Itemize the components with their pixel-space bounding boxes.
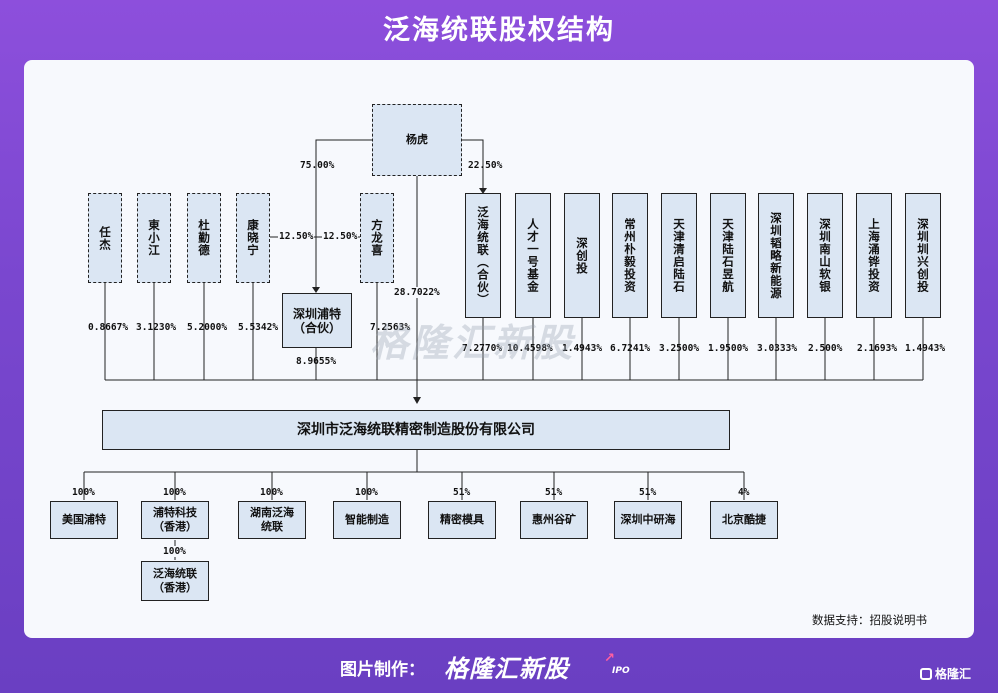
pct-right-7: 2.500%	[808, 343, 843, 354]
holder-kangxiaoning-label: 康晓宁	[246, 219, 260, 257]
holder-renjie-label: 任杰	[98, 225, 112, 251]
sub-6: 深圳中研海	[614, 501, 682, 539]
pct-fang-to-puter: 12.50%	[322, 231, 359, 242]
sub-sub-0: 泛海统联（香港）	[141, 561, 209, 601]
pct-yang-to-group: 22.50%	[468, 160, 503, 171]
holder-duqinde: 杜勤德	[187, 193, 221, 283]
pct-renjie: 0.8667%	[88, 322, 129, 333]
holder-right-1: 人才一号基金	[515, 193, 551, 318]
holder-right-8: 上海涌铧投资	[856, 193, 892, 318]
pct-right-6: 3.0333%	[757, 343, 798, 354]
holder-right-2-label: 深创投	[575, 236, 589, 275]
holder-right-8-label: 上海涌铧投资	[867, 218, 881, 293]
pct-puter: 8.9655%	[296, 356, 337, 367]
holder-right-1-label: 人才一号基金	[526, 218, 540, 293]
holder-dongxiaojiang: 東小江	[137, 193, 171, 283]
holder-right-6: 深圳韬略新能源	[758, 193, 794, 318]
source-note: 数据支持：招股说明书	[812, 613, 927, 627]
holder-right-5: 天津陆石昱航	[710, 193, 746, 318]
sub-7: 北京酷捷	[710, 501, 778, 539]
holder-right-6-label: 深圳韬略新能源	[769, 211, 783, 300]
holder-right-9: 深圳圳兴创投	[905, 193, 941, 318]
holder-right-3-label: 常州朴毅投资	[623, 218, 637, 293]
footer-ipo: IPO	[612, 666, 630, 676]
sub-0: 美国浦特	[50, 501, 118, 539]
watermark: 格隆汇新股	[370, 321, 576, 365]
pct-sub-4: 51%	[453, 487, 471, 498]
holder-duqinde-label: 杜勤德	[197, 219, 211, 257]
holder-right-2: 深创投	[564, 193, 600, 318]
holder-right-4-label: 天津清启陆石	[672, 218, 686, 293]
corner-logo: 格隆汇	[920, 665, 971, 682]
sub-5-label: 惠州谷矿	[532, 513, 576, 526]
company-box: 深圳市泛海统联精密制造股份有限公司	[102, 410, 730, 450]
pct-sub-1: 100%	[163, 487, 186, 498]
footer-brand: 格隆汇新股	[444, 655, 569, 683]
pct-sub-0: 100%	[72, 487, 95, 498]
pct-duqinde: 5.2000%	[187, 322, 228, 333]
pct-right-9: 1.4943%	[905, 343, 946, 354]
sub-2: 湖南泛海统联	[238, 501, 306, 539]
holder-right-5-label: 天津陆石昱航	[721, 218, 735, 293]
pct-sub-3: 100%	[355, 487, 378, 498]
pct-right-3: 6.7241%	[610, 343, 651, 354]
holder-yanghu-label: 杨虎	[406, 133, 428, 146]
pct-dongxiaojiang: 3.1230%	[136, 322, 177, 333]
holder-right-4: 天津清启陆石	[661, 193, 697, 318]
footer-label: 图片制作：	[340, 660, 425, 680]
holder-puter: 深圳浦特（合伙）	[282, 293, 352, 348]
sub-0-label: 美国浦特	[62, 513, 106, 526]
pct-kangxiaoning: 5.5342%	[238, 322, 279, 333]
chart-panel	[24, 60, 974, 638]
pct-right-5: 1.9500%	[708, 343, 749, 354]
corner-logo-label: 格隆汇	[935, 667, 972, 681]
sub-3-label: 智能制造	[345, 513, 389, 526]
sub-1: 浦特科技（香港）	[141, 501, 209, 539]
pct-right-1: 10.4598%	[507, 343, 553, 354]
trend-arrow-icon: ↗	[604, 651, 615, 666]
holder-right-3: 常州朴毅投资	[612, 193, 648, 318]
company-label: 深圳市泛海统联精密制造股份有限公司	[297, 422, 535, 438]
pct-sub-7: 4%	[738, 487, 750, 498]
pct-yang-direct: 28.7022%	[394, 287, 440, 298]
sub-sub-0-label: 泛海统联（香港）	[153, 567, 197, 594]
holder-right-9-label: 深圳圳兴创投	[916, 218, 930, 293]
g-logo-icon	[920, 668, 932, 680]
pct-kang-to-puter: 12.50%	[278, 231, 315, 242]
pct-sub-5: 51%	[545, 487, 563, 498]
sub-3: 智能制造	[333, 501, 401, 539]
pct-yang-to-puter: 75.00%	[300, 160, 335, 171]
holder-dongxiaojiang-label: 東小江	[147, 219, 161, 257]
holder-right-0: 泛海统联（合伙）	[465, 193, 501, 318]
pct-right-0: 7.2770%	[462, 343, 503, 354]
holder-fanglongxi-label: 方龙喜	[370, 219, 384, 257]
pct-fanglongxi: 7.2563%	[370, 322, 411, 333]
holder-yanghu: 杨虎	[372, 104, 462, 176]
pct-sub-6: 51%	[639, 487, 657, 498]
holder-kangxiaoning: 康晓宁	[236, 193, 270, 283]
holder-fanglongxi: 方龙喜	[360, 193, 394, 283]
sub-7-label: 北京酷捷	[722, 513, 766, 526]
sub-5: 惠州谷矿	[520, 501, 588, 539]
sub-4: 精密模具	[428, 501, 496, 539]
holder-right-7: 深圳南山软银	[807, 193, 843, 318]
sub-2-label: 湖南泛海统联	[250, 506, 294, 533]
pct-sub-2: 100%	[260, 487, 283, 498]
holder-right-7-label: 深圳南山软银	[818, 218, 832, 293]
page-title: 泛海统联股权结构	[383, 15, 615, 46]
sub-4-label: 精密模具	[440, 513, 484, 526]
holder-puter-label: 深圳浦特（合伙）	[292, 306, 341, 335]
sub-1-label: 浦特科技（香港）	[153, 506, 197, 533]
holder-right-0-label: 泛海统联（合伙）	[476, 205, 490, 306]
pct-right-8: 2.1693%	[857, 343, 898, 354]
sub-6-label: 深圳中研海	[620, 513, 676, 526]
pct-right-4: 3.2500%	[659, 343, 700, 354]
holder-renjie: 任杰	[88, 193, 122, 283]
pct-sub-sub: 100%	[163, 546, 186, 557]
pct-right-2: 1.4943%	[562, 343, 603, 354]
